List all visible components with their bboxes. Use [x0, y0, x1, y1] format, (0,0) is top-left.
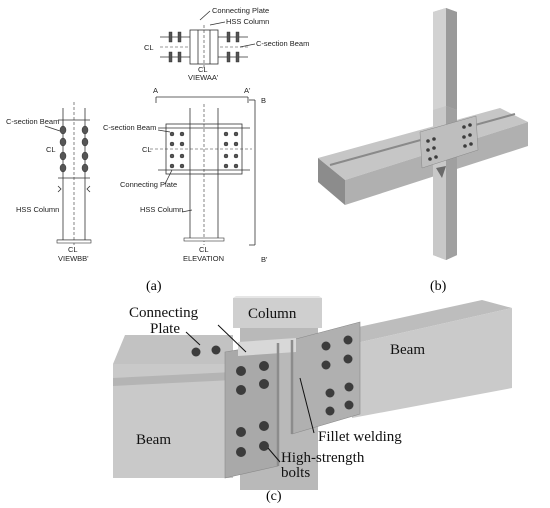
caption-c: (c)	[266, 489, 282, 504]
view-bb-label: VIEWBB'	[58, 254, 89, 263]
c-beam-right-label: Beam	[390, 342, 425, 358]
render-detail-joint	[113, 296, 512, 490]
elev-connecting-plate-label: Connecting Plate	[120, 180, 177, 189]
aa-cl-label: CL	[144, 43, 154, 52]
aa-hss-column-label: HSS Column	[226, 17, 269, 26]
aa-connecting-plate-label: Connecting Plate	[212, 6, 269, 15]
elev-b-prime-label: B'	[261, 255, 268, 264]
elev-b-label: B	[261, 96, 266, 105]
elev-c-section-beam-label: C-section Beam	[103, 123, 156, 132]
view-bb-drawing	[44, 102, 92, 245]
elevation-drawing	[150, 96, 256, 246]
caption-b: (b)	[430, 279, 447, 294]
bb-c-section-beam-label: C-section Beam	[6, 117, 59, 126]
elev-cl-label: CL	[142, 145, 152, 154]
bb-hss-column-label: HSS Column	[16, 205, 59, 214]
c-bolts-label-1: High-strength	[281, 450, 365, 466]
elevation-label: ELEVATION	[183, 254, 224, 263]
caption-a: (a)	[146, 279, 162, 294]
c-connecting-label-2: Plate	[150, 321, 180, 337]
bb-cl-bottom-label: CL	[68, 245, 78, 254]
view-aa-label: VIEWAA'	[188, 73, 219, 82]
elev-a-label: A	[153, 86, 158, 95]
aa-cl-bottom-label: CL	[198, 65, 208, 74]
aa-c-section-beam-label: C-section Beam	[256, 39, 309, 48]
elev-cl-bottom-label: CL	[199, 245, 209, 254]
bb-cl-label: CL	[46, 145, 56, 154]
c-fillet-welding-label: Fillet welding	[318, 429, 402, 445]
c-connecting-label-1: Connecting	[129, 305, 199, 321]
c-column-label: Column	[248, 306, 297, 322]
view-aa-drawing	[160, 10, 256, 70]
elev-a-prime-label: A'	[244, 86, 251, 95]
render-3d-joint	[318, 8, 528, 260]
c-bolts-label-2: bolts	[281, 465, 310, 481]
elev-hss-column-label: HSS Column	[140, 205, 183, 214]
c-beam-left-label: Beam	[136, 432, 171, 448]
